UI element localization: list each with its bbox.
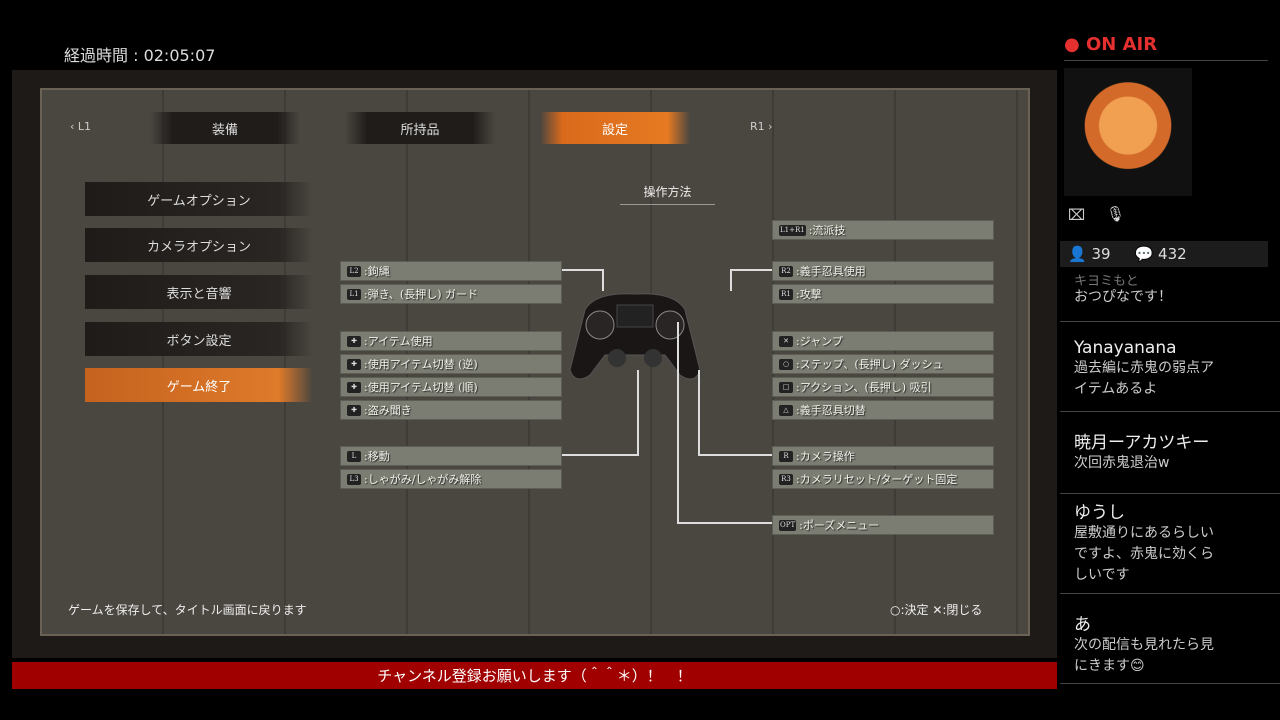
- control-action: :ステップ、(長押し) ダッシュ: [796, 358, 944, 371]
- streamer-avatar: [1064, 68, 1192, 196]
- control-row: L3:しゃがみ/しゃがみ解除: [340, 469, 562, 489]
- control-action: :しゃがみ/しゃがみ解除: [364, 473, 482, 486]
- chat-message: 暁月ーアカツキー次回赤鬼退治w: [1060, 428, 1280, 494]
- control-action: :使用アイテム切替 (逆): [364, 358, 478, 371]
- menu-game-options[interactable]: ゲームオプション: [85, 182, 313, 216]
- button-glyph-icon: R2: [779, 265, 793, 277]
- chat-message: キヨミもとおつぴなです！: [1060, 270, 1280, 322]
- tab-next-hint[interactable]: R1 ›: [750, 120, 773, 133]
- control-row: L2:鉤縄: [340, 261, 562, 281]
- tab-settings[interactable]: 設定: [540, 112, 690, 144]
- button-glyph-icon: ✚: [347, 404, 361, 416]
- menu-display-audio[interactable]: 表示と音響: [85, 275, 313, 309]
- button-glyph-icon: ✚: [347, 381, 361, 393]
- control-row: R:カメラ操作: [772, 446, 994, 466]
- control-action: :カメラ操作: [796, 450, 855, 463]
- tab-inventory[interactable]: 所持品: [345, 112, 495, 144]
- control-action: :使用アイテム切替 (順): [364, 381, 478, 394]
- control-action: :移動: [364, 450, 390, 463]
- control-row: R3:カメラリセット/ターゲット固定: [772, 469, 994, 489]
- stream-stats: 👤 39 💬 432: [1060, 241, 1268, 267]
- button-glyph-icon: ○: [779, 358, 793, 370]
- r1-label: R1: [750, 120, 765, 133]
- viewers: 👤 39: [1068, 245, 1111, 263]
- microphone-icon[interactable]: 🎙: [1106, 205, 1126, 223]
- control-action: :盗み聞き: [364, 404, 412, 417]
- l1-label: L1: [77, 120, 92, 133]
- button-glyph-icon: △: [779, 404, 793, 416]
- comment-icon: 💬: [1134, 245, 1154, 263]
- button-glyph-icon: L1+R1: [779, 224, 806, 236]
- control-action: :弾き、(長押し) ガード: [364, 288, 479, 301]
- button-glyph-icon: L: [347, 450, 361, 462]
- elapsed-time: 経過時間 : 02:05:07: [64, 46, 216, 65]
- camera-off-icon[interactable]: ⌧: [1068, 206, 1086, 224]
- control-action: :アイテム使用: [364, 335, 433, 348]
- tab-equipment[interactable]: 装備: [150, 112, 300, 144]
- button-glyph-icon: L1: [347, 288, 361, 300]
- control-action: :ポーズメニュー: [799, 519, 880, 532]
- control-row: ✕:ジャンプ: [772, 331, 994, 351]
- control-action: :流派技: [808, 224, 846, 237]
- control-action: :アクション、(長押し) 吸引: [796, 381, 932, 394]
- control-row: R1:攻撃: [772, 284, 994, 304]
- control-row: ✚:使用アイテム切替 (逆): [340, 354, 562, 374]
- control-row: R2:義手忍具使用: [772, 261, 994, 281]
- chat-message: あ次の配信も見れたら見にきます😊: [1060, 610, 1280, 684]
- controls-title: 操作方法: [620, 183, 715, 205]
- footer-buttons: ○:決定 ✕:閉じる: [890, 603, 983, 617]
- comments: 💬 432: [1134, 245, 1187, 263]
- control-row: ✚:アイテム使用: [340, 331, 562, 351]
- button-glyph-icon: L3: [347, 473, 361, 485]
- button-glyph-icon: R3: [779, 473, 793, 485]
- button-glyph-icon: OPT: [779, 519, 797, 531]
- button-glyph-icon: R: [779, 450, 793, 462]
- control-action: :カメラリセット/ターゲット固定: [796, 473, 958, 486]
- footer-hint: ゲームを保存して、タイトル画面に戻ります: [68, 603, 307, 617]
- menu-quit-game[interactable]: ゲーム終了: [85, 368, 313, 402]
- control-row: OPT:ポーズメニュー: [772, 515, 994, 535]
- control-row: ○:ステップ、(長押し) ダッシュ: [772, 354, 994, 374]
- control-row: △:義手忍具切替: [772, 400, 994, 420]
- controller-icon: [569, 293, 701, 380]
- menu-camera-options[interactable]: カメラオプション: [85, 228, 313, 262]
- button-glyph-icon: R1: [779, 288, 793, 300]
- control-action: :義手忍具使用: [796, 265, 866, 278]
- button-glyph-icon: ✕: [779, 335, 793, 347]
- tab-prev-hint[interactable]: ‹ L1: [70, 120, 92, 133]
- viewer-icon: 👤: [1068, 245, 1087, 263]
- chat-message: ゆうし屋敷通りにあるらしいですよ、赤鬼に効くらしいです: [1060, 498, 1280, 594]
- button-glyph-icon: □: [779, 381, 793, 393]
- control-action: :攻撃: [796, 288, 822, 301]
- menu-button-settings[interactable]: ボタン設定: [85, 322, 313, 356]
- control-row: L1:弾き、(長押し) ガード: [340, 284, 562, 304]
- on-air-indicator: ● ON AIR: [1064, 34, 1158, 55]
- button-glyph-icon: L2: [347, 265, 361, 277]
- control-row: ✚:盗み聞き: [340, 400, 562, 420]
- button-glyph-icon: ✚: [347, 335, 361, 347]
- control-row: L1+R1:流派技: [772, 220, 994, 240]
- control-row: L:移動: [340, 446, 562, 466]
- control-action: :義手忍具切替: [796, 404, 866, 417]
- control-row: □:アクション、(長押し) 吸引: [772, 377, 994, 397]
- control-action: :ジャンプ: [796, 335, 843, 348]
- control-action: :鉤縄: [364, 265, 390, 278]
- button-glyph-icon: ✚: [347, 358, 361, 370]
- control-row: ✚:使用アイテム切替 (順): [340, 377, 562, 397]
- channel-banner: チャンネル登録お願いします（＾＾＊）！ ！: [12, 662, 1057, 689]
